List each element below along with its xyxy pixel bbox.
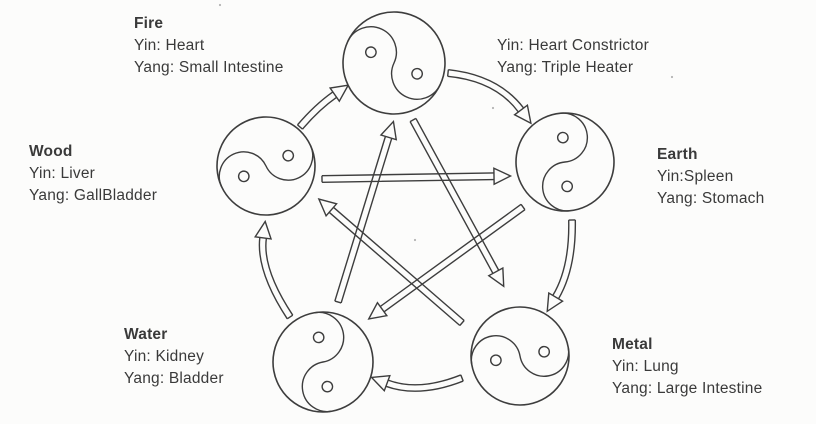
element-title: Metal — [612, 336, 653, 353]
label-water: Water Yin: Kidney Yang: Bladder — [124, 324, 224, 390]
yinyang-fire-icon — [342, 11, 446, 115]
arrow-fire-metal — [409, 118, 500, 274]
yinyang-divide — [541, 112, 589, 212]
arrow-fire-earth-head — [513, 103, 532, 125]
arrow-fire-metal-cap — [409, 117, 417, 123]
yinyang-divide — [470, 335, 570, 377]
arrow-water-fire-cap — [334, 300, 342, 304]
element-title: Earth — [657, 146, 698, 163]
yin-line: Yin: Lung — [612, 358, 679, 375]
yinyang-dot — [411, 67, 424, 80]
scan-speckle — [670, 75, 674, 79]
arrow-wood-earth — [321, 172, 495, 183]
yinyang-dot — [237, 170, 250, 183]
yinyang-dot — [364, 46, 377, 59]
arrow-fire-earth-cap — [446, 69, 450, 77]
label-wood: Wood Yin: Liver Yang: GallBladder — [29, 141, 157, 207]
yinyang-dot — [561, 180, 574, 193]
yinyang-metal-icon — [470, 306, 570, 406]
element-title: Fire — [134, 15, 164, 32]
label-earth: Earth Yin:Spleen Yang: Stomach — [657, 144, 764, 210]
arrow-metal-water — [385, 374, 464, 392]
label-metal: Metal Yin: Lung Yang: Large Intestine — [612, 334, 762, 400]
label-fire: Fire Yin: Heart Yang: Small Intestine — [134, 13, 284, 79]
yinyang-outline — [342, 11, 446, 115]
yin-line: Yin: Heart — [134, 37, 205, 54]
arrow-metal-water-cap — [460, 374, 464, 382]
arrow-fire-metal-head — [487, 266, 505, 288]
arrow-metal-water-head — [370, 374, 391, 392]
yang-line: Yang: Bladder — [124, 370, 224, 387]
arrow-wood-fire-head — [328, 84, 350, 103]
arrow-water-fire-head — [379, 120, 398, 141]
yinyang-wood-icon — [216, 116, 316, 216]
label-fire-secondary: Yin: Heart Constrictor Yang: Triple Heat… — [497, 35, 649, 79]
scan-speckle — [218, 3, 222, 7]
yinyang-dot — [538, 345, 551, 358]
scan-speckle — [413, 238, 417, 242]
yinyang-divide — [218, 144, 314, 188]
element-title: Wood — [29, 143, 73, 160]
arrow-metal-wood-head — [317, 197, 338, 218]
arrow-earth-water — [379, 203, 526, 313]
arrow-earth-metal-head — [546, 291, 564, 313]
arrow-wood-earth-head — [493, 167, 513, 186]
yinyang-dot — [282, 149, 295, 162]
yin-line: Yin:Spleen — [657, 168, 734, 185]
yang-line: Yang: GallBladder — [29, 187, 158, 204]
arrow-earth-water-cap — [520, 203, 526, 211]
yinyang-dot — [312, 331, 325, 344]
arrow-water-fire — [334, 136, 393, 304]
yin-line: Yin: Heart Constrictor — [497, 37, 649, 54]
yinyang-earth-icon — [515, 112, 615, 212]
arrow-earth-water-head — [367, 301, 389, 320]
arrow-earth-metal — [552, 219, 577, 300]
yinyang-divide — [347, 26, 441, 100]
arrow-metal-wood-cap — [459, 320, 465, 326]
yinyang-divide — [301, 311, 345, 413]
arrow-wood-fire-cap — [297, 124, 303, 130]
arrow-fire-earth — [447, 69, 525, 113]
yang-line: Yang: Stomach — [657, 190, 765, 207]
yang-line: Yang: Large Intestine — [612, 380, 763, 397]
yinyang-dot — [489, 354, 502, 367]
arrow-water-wood-cap — [286, 314, 294, 320]
scan-speckle — [491, 106, 495, 110]
arrow-water-wood-head — [253, 219, 273, 240]
arrow-metal-wood — [328, 206, 465, 327]
arrow-water-wood — [258, 237, 294, 320]
yang-line: Yang: Small Intestine — [134, 59, 284, 76]
yin-line: Yin: Liver — [29, 165, 96, 182]
yin-line: Yin: Kidney — [124, 348, 205, 365]
yinyang-water-icon — [272, 311, 374, 413]
arrow-wood-fire — [296, 91, 338, 130]
yinyang-dot — [321, 380, 334, 393]
yang-line: Yang: Triple Heater — [497, 59, 634, 76]
element-title: Water — [124, 326, 168, 343]
yinyang-dot — [556, 131, 569, 144]
